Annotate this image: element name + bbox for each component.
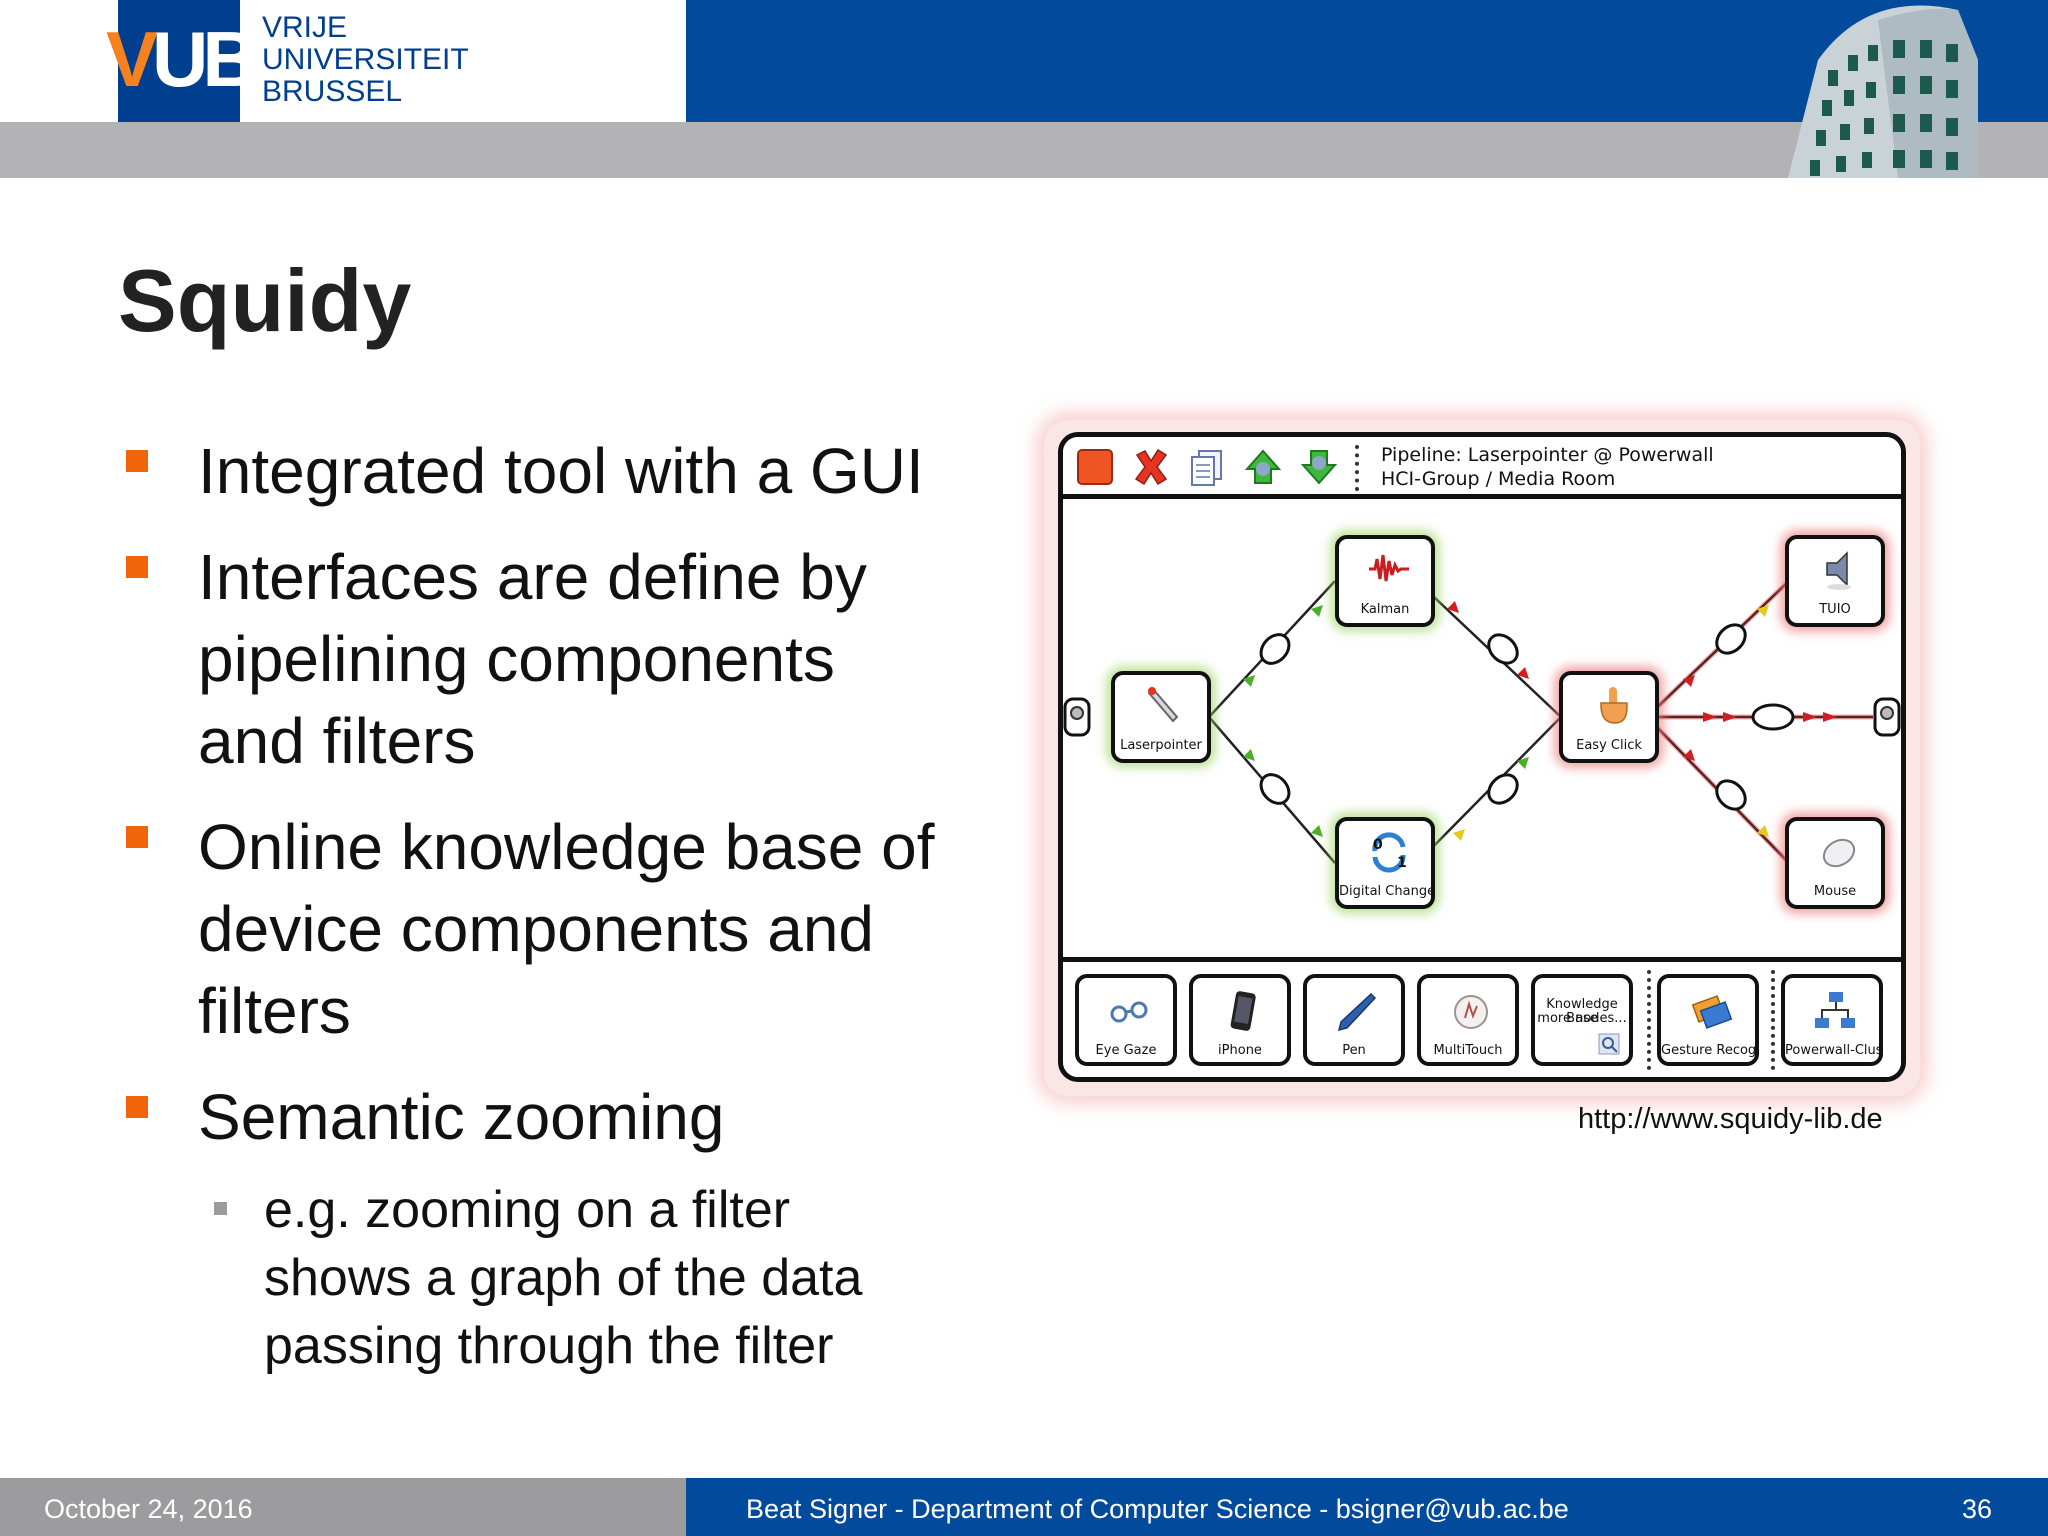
hand-pointer-icon	[1600, 687, 1628, 724]
bullet-line: Online knowledge base of	[198, 811, 935, 883]
squidy-window: Pipeline: Laserpointer @ Powerwall HCI-G…	[1058, 432, 1906, 1082]
bullet-marker	[126, 450, 148, 472]
zoom-out-icon[interactable]	[1299, 447, 1339, 487]
sub-bullet-marker	[214, 1202, 227, 1215]
laserpointer-icon	[1147, 687, 1179, 723]
logo-line-2: UNIVERSITEIT	[262, 43, 469, 76]
stop-icon[interactable]	[1075, 447, 1115, 487]
knowledge-base-subtitle: more nodes...	[1537, 1011, 1627, 1026]
bullet-line: and filters	[198, 705, 476, 777]
bullet-line: Interfaces are define by	[198, 541, 867, 613]
speaker-icon	[1826, 551, 1851, 590]
footer-blue-band	[686, 1478, 2048, 1536]
copy-icon[interactable]	[1187, 447, 1227, 487]
bullet-text: Semantic zooming	[198, 1081, 725, 1153]
palette-label: Pen	[1342, 1043, 1366, 1058]
multitouch-icon	[1454, 995, 1488, 1029]
bullet-item: Integrated tool with a GUI	[118, 430, 1018, 512]
logo-background	[118, 0, 240, 122]
node-label: Mouse	[1813, 884, 1857, 899]
bullet-list: Integrated tool with a GUI Interfaces ar…	[118, 430, 1018, 1380]
vub-logo: VUB	[106, 15, 259, 103]
footer-date: October 24, 2016	[44, 1494, 253, 1524]
sub-bullet-line: e.g. zooming on a filter	[264, 1181, 791, 1239]
bullet-marker	[126, 826, 148, 848]
toolbar-separator	[1355, 445, 1359, 491]
sub-bullet-item: e.g. zooming on a filter shows a graph o…	[118, 1176, 1018, 1380]
network-icon	[1815, 992, 1855, 1028]
palette-knowledge-base[interactable]: Knowledge Base more nodes...	[1531, 974, 1633, 1066]
node-easy-click[interactable]: Easy Click	[1559, 671, 1659, 763]
bullet-marker	[126, 556, 148, 578]
bullet-marker	[126, 1096, 148, 1118]
bullet-item: Semantic zooming	[118, 1076, 1018, 1158]
palette-label: Powerwall-Clus...	[1785, 1043, 1879, 1058]
zoom-in-icon[interactable]	[1243, 447, 1283, 487]
svg-text:0: 0	[1373, 837, 1383, 853]
palette-pen[interactable]: Pen	[1303, 974, 1405, 1066]
eye-gaze-icon	[1110, 1001, 1148, 1023]
digital-change-icon: 01	[1372, 832, 1407, 873]
source-url[interactable]: http://www.squidy-lib.de	[1578, 1103, 1883, 1135]
pen-icon	[1337, 992, 1377, 1032]
palette-label: MultiTouch	[1433, 1043, 1503, 1058]
palette-separator	[1771, 970, 1775, 1070]
node-tuio[interactable]: TUIO	[1785, 535, 1885, 627]
sub-bullet-line: passing through the filter	[264, 1317, 834, 1375]
palette-iphone[interactable]: iPhone	[1189, 974, 1291, 1066]
search-icon	[1598, 1033, 1620, 1055]
bullet-line: device components and	[198, 893, 874, 965]
pipeline-subtitle: HCI-Group / Media Room	[1381, 468, 1616, 490]
node-label: TUIO	[1819, 602, 1851, 617]
palette-label: Eye Gaze	[1095, 1043, 1157, 1058]
squidy-screenshot: Pipeline: Laserpointer @ Powerwall HCI-G…	[1044, 420, 1920, 1096]
palette-eye-gaze[interactable]: Eye Gaze	[1075, 974, 1177, 1066]
mouse-icon	[1822, 838, 1856, 868]
node-mouse[interactable]: Mouse	[1785, 817, 1885, 909]
header-white-area	[0, 0, 686, 122]
knowledge-base-title: Knowledge Base	[1546, 997, 1618, 1026]
delete-icon[interactable]	[1131, 447, 1171, 487]
palette-separator	[1647, 970, 1651, 1070]
palette-multitouch[interactable]: MultiTouch	[1417, 974, 1519, 1066]
svg-text:1: 1	[1397, 855, 1407, 871]
pipeline-edges	[1063, 579, 1901, 865]
bullet-line: filters	[198, 975, 351, 1047]
bullet-line: pipelining components	[198, 623, 835, 695]
palette-label: Gesture Recog...	[1661, 1043, 1755, 1058]
page-title: Squidy	[118, 251, 412, 350]
footer-author: Beat Signer - Department of Computer Sci…	[746, 1494, 1569, 1524]
page-number: 36	[1962, 1494, 1993, 1524]
node-laserpointer[interactable]: Laserpointer	[1111, 671, 1211, 763]
node-palette: Eye Gaze iPhone Pen MultiTouch Knowledge…	[1063, 957, 1901, 1077]
bullet-item: Interfaces are define by pipelining comp…	[118, 536, 1018, 782]
node-label: Laserpointer	[1120, 738, 1202, 753]
footer-grey-band	[0, 1478, 686, 1536]
node-label: Digital Change	[1339, 884, 1436, 899]
gesture-recognizer-icon	[1691, 995, 1733, 1029]
palette-gesture-recognizer[interactable]: Gesture Recog...	[1657, 974, 1759, 1066]
header-grey-band	[0, 122, 2048, 178]
palette-label: iPhone	[1218, 1043, 1262, 1058]
waveform-icon	[1369, 554, 1409, 582]
university-name: VRIJE UNIVERSITEIT BRUSSEL	[262, 12, 469, 108]
building-photo	[1788, 5, 1978, 178]
squidy-toolbar: Pipeline: Laserpointer @ Powerwall HCI-G…	[1063, 437, 1901, 499]
logo-line-3: BRUSSEL	[262, 75, 403, 108]
palette-powerwall-cluster[interactable]: Powerwall-Clus...	[1781, 974, 1883, 1066]
node-label: Kalman	[1360, 602, 1410, 617]
logo-line-1: VRIJE	[262, 11, 348, 44]
pipeline-title: Pipeline: Laserpointer @ Powerwall	[1381, 444, 1714, 466]
node-label: Easy Click	[1576, 738, 1642, 753]
node-kalman[interactable]: Kalman	[1335, 535, 1435, 627]
iphone-icon	[1230, 991, 1256, 1031]
bullet-item: Online knowledge base of device componen…	[118, 806, 1018, 1052]
bullet-text: Integrated tool with a GUI	[198, 435, 924, 507]
sub-bullet-line: shows a graph of the data	[264, 1249, 863, 1307]
